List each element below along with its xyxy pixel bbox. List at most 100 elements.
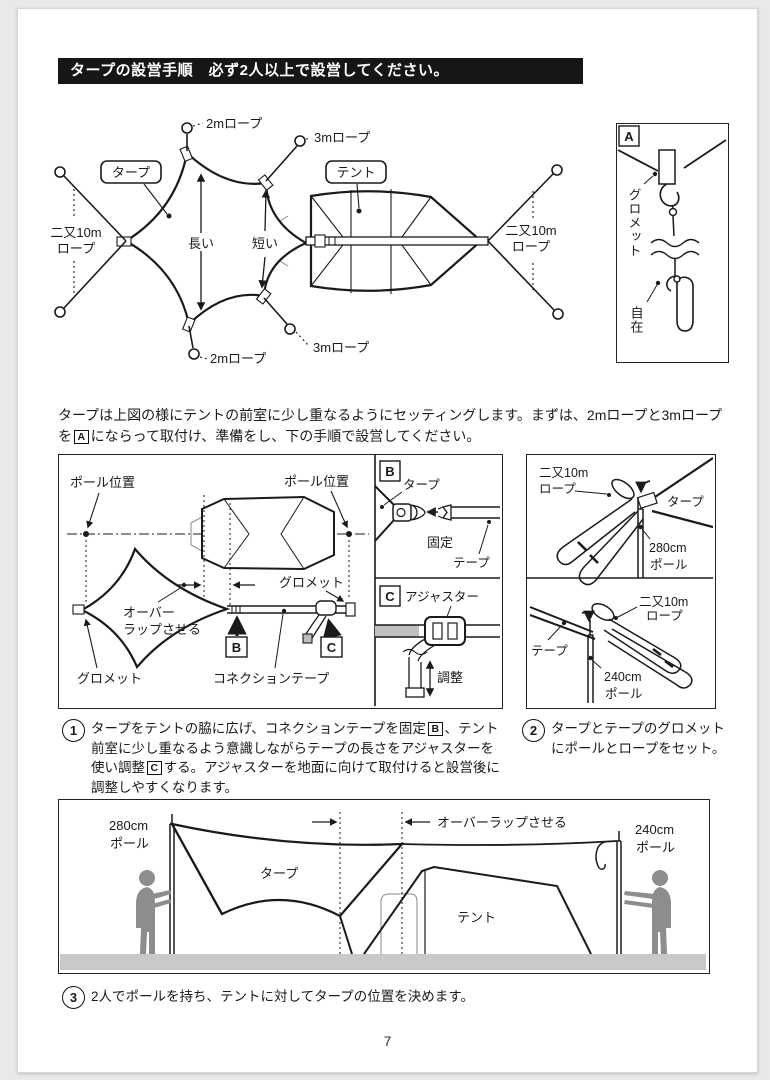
section-title: タープの設営手順 必ず2人以上で設営してください。 (70, 62, 450, 79)
step3-number: 3 (62, 986, 85, 1009)
fork-rope-label-bottom-1: 二又10m (639, 595, 688, 609)
step2-text: タープとテープのグロメットにポールとロープをセット。 (551, 721, 726, 756)
person-right (624, 870, 671, 954)
overlap-label-1: オーバー (123, 605, 175, 620)
pole-position-right-label: ポール位置 (284, 474, 349, 489)
tarp-sideview (169, 822, 618, 955)
grommet-label-vertical: グロメット (627, 188, 642, 258)
connection-tape-small (227, 600, 356, 644)
step2-number: 2 (522, 719, 545, 742)
short-side-label: 短い (252, 236, 278, 251)
inset-a-tag-box (618, 125, 640, 147)
label-leaders (192, 122, 312, 360)
ref-b-label: B (232, 640, 241, 655)
fork-rope-label-top-2: ロープ (539, 482, 576, 496)
tape-label-240: テープ (531, 644, 568, 658)
intro-part1: タープは上図の様にテントの前室に少し重なるようにセッティングします。まずは、2m… (58, 407, 723, 444)
overlap-guides (203, 495, 231, 605)
inset-b-tarp-label: タープ (403, 478, 440, 492)
tarp-side-label: タープ (260, 866, 298, 881)
tent-outline-small (190, 495, 335, 571)
pole-pos-left-arrow (86, 492, 100, 529)
tent-side-label: テント (457, 910, 496, 925)
long-side-label: 長い (188, 236, 214, 251)
inset-a-panel: A グロメット 自在 (616, 123, 729, 363)
fork-rope-right-label-1: 二又10m (505, 223, 556, 238)
pole-280-side (169, 814, 175, 954)
step1-leaders (83, 590, 345, 669)
pole-280-label-1: 280cm (649, 541, 687, 555)
inset-b-tag: B (385, 464, 394, 479)
pole-240-side (616, 831, 622, 954)
fork-rope-left-label-1: 二又10m (50, 225, 101, 240)
overlap-guides-side (312, 812, 430, 954)
tarp-label-280: タープ (667, 495, 704, 509)
pole-240-label-1: 240cm (604, 670, 642, 684)
overlap-measure (157, 581, 255, 603)
ground-strip (60, 954, 706, 970)
tent-tag-label: テント (336, 165, 375, 180)
inset-a-leaders (643, 171, 661, 303)
ref-b-box (225, 636, 248, 658)
inset-c-adjust-label: 調整 (437, 670, 463, 685)
rope-2m-label-bottom: 2mロープ (210, 351, 266, 366)
pole-280-side-label-1: 280cm (109, 818, 148, 833)
connection-tape-bar (305, 234, 489, 248)
pole-240-drawing (529, 603, 693, 703)
long-label-halo (187, 233, 215, 251)
inset-c-drawing (375, 585, 500, 698)
inset-c-adjuster-label: アジャスター (405, 590, 479, 604)
pole-240-side-label-1: 240cm (635, 822, 674, 837)
page-number: 7 (383, 1033, 392, 1049)
inset-b-tape-label: テープ (453, 556, 490, 570)
section-header: タープの設営手順 必ず2人以上で設営してください。 (58, 58, 583, 84)
fork-rope-right-label-2: ロープ (512, 239, 550, 254)
fork-rope-left-label-2: ロープ (57, 241, 95, 256)
pole-280-side-label-2: ポール (110, 836, 149, 851)
grommet-bottom-label: グロメット (77, 671, 142, 686)
tarp-outline-small (72, 546, 231, 670)
intro-paragraph: タープは上図の様にテントの前室に少し重なるようにセッティングします。まずは、2m… (58, 405, 728, 447)
inset-b-fix-label: 固定 (427, 535, 453, 550)
corner-ropes (181, 122, 306, 360)
inset-a-tag: A (624, 129, 634, 144)
tarp-tag-label: タープ (112, 165, 150, 180)
connection-tape-label: コネクションテープ (213, 671, 329, 686)
pole-240-label-2: ポール (605, 687, 643, 701)
ref-a-inline: A (74, 429, 89, 444)
pole-pos-right-arrow (330, 490, 348, 529)
step3-diagram-panel: 280cm ポール オーバーラップさせる 240cm ポール タープ テント (58, 799, 710, 974)
fork-rope-label-bottom-2: ロープ (646, 609, 683, 623)
step1-diagram-panel: ポール位置 ポール位置 グロメット オーバー ラップさせる グロメット コネクシ… (58, 454, 503, 709)
intro-part2: にならって取付け、準備をし、下の手順で設営してください。 (90, 428, 481, 444)
fork-rope-label-top-1: 二又10m (539, 466, 588, 480)
pole-280-drawing (556, 457, 713, 586)
tarp-tent-overview-diagram: 2mロープ 3mロープ 2mロープ 3mロープ タープ テント 二又10m ロー… (50, 116, 564, 366)
person-left (136, 870, 171, 954)
ref-c-inline: C (147, 760, 162, 775)
pole-280-label-2: ポール (650, 558, 688, 572)
rope-2m-label-top: 2mロープ (206, 116, 262, 131)
step2-diagram-panel: 二又10m ロープ タープ 280cm ポール テープ 二又10m ロープ 24… (526, 454, 716, 709)
overlap-label-2: ラップさせる (123, 622, 201, 637)
ref-c-label: C (327, 640, 337, 655)
ref-b-inline: B (427, 721, 443, 736)
overlap-side-label: オーバーラップさせる (437, 815, 567, 830)
step2-row: 2 タープとテープのグロメットにポールとロープをセット。 (522, 719, 727, 758)
pole-position-left-label: ポール位置 (70, 475, 135, 490)
pole-240-side-label-2: ポール (636, 840, 675, 855)
short-side-arrow-up (261, 189, 271, 232)
step3-row: 3 2人でポールを持ち、テントに対してタープの位置を決めます。 (62, 986, 682, 1009)
tent-tag-callout (325, 160, 387, 214)
tarp-tag-callout (100, 160, 172, 219)
jizai-adjuster-label-vertical: 自在 (629, 306, 644, 334)
inset-b-drawing (374, 460, 500, 555)
fork-rope-left (54, 166, 127, 318)
tent-sideview (363, 865, 592, 955)
ref-c-arrow (322, 618, 342, 640)
fork-rope-right (487, 164, 564, 320)
short-side-arrow-down (258, 256, 267, 289)
